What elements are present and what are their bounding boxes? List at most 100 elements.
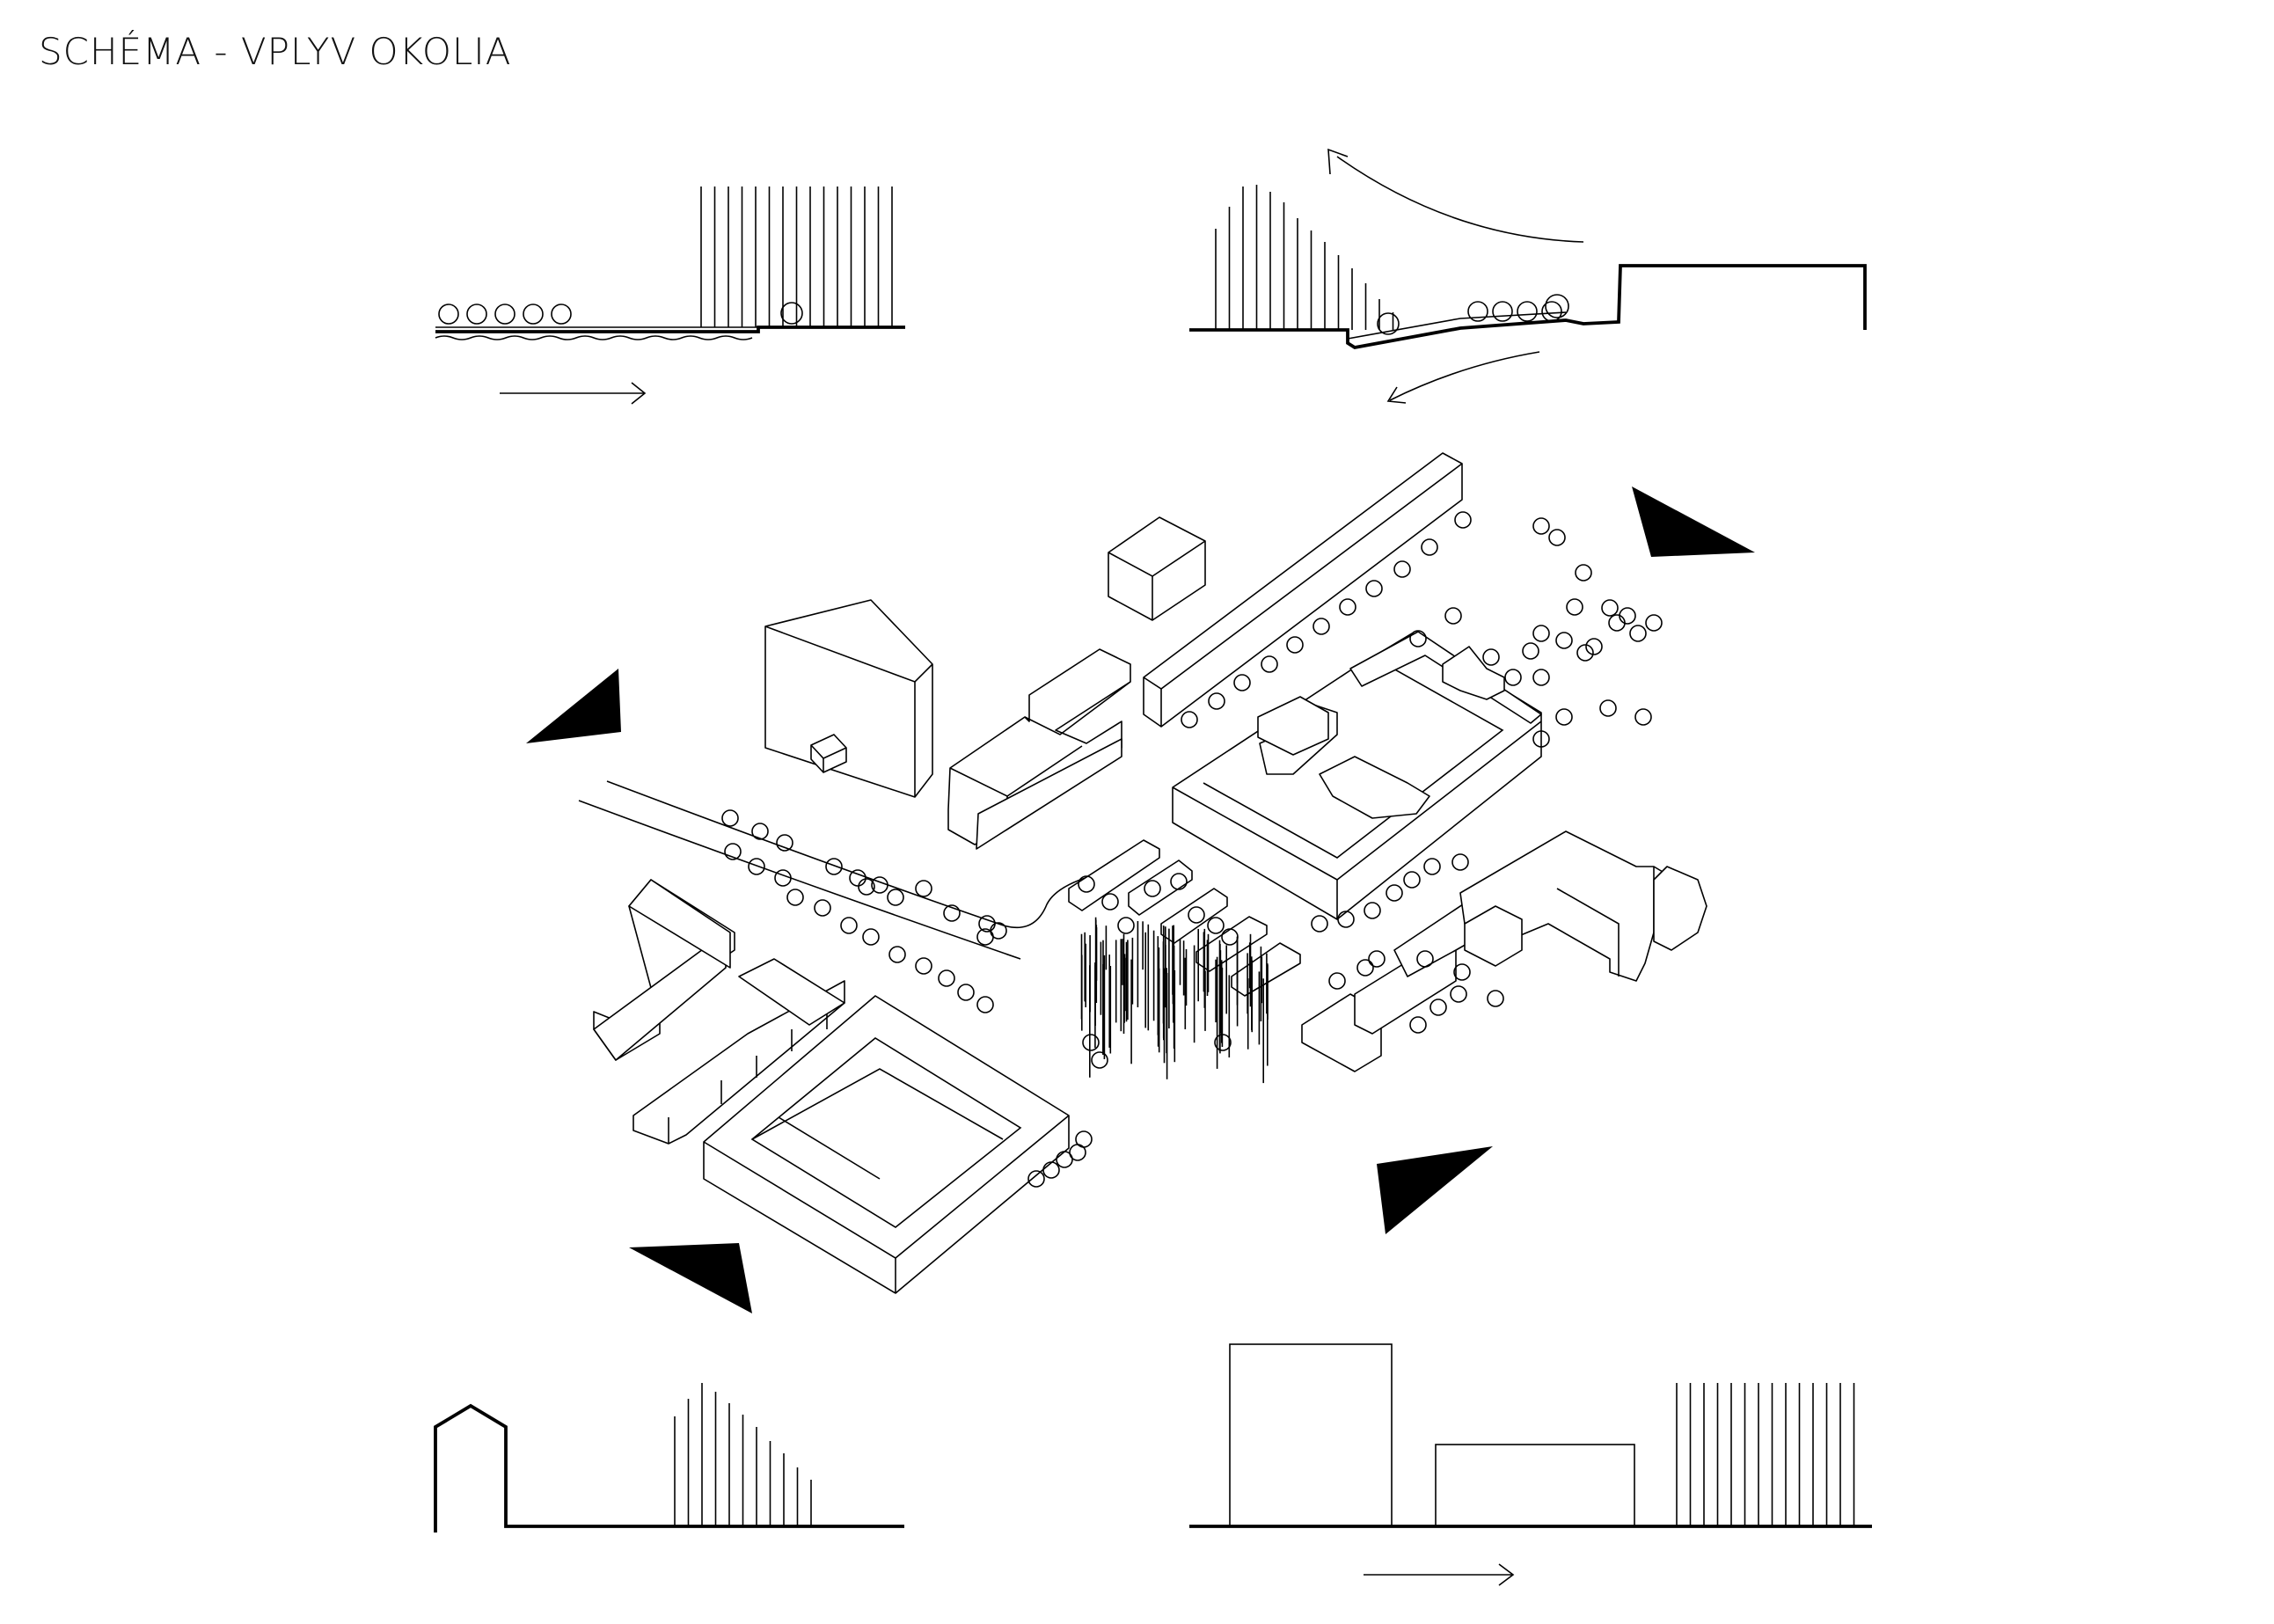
tree <box>466 304 487 325</box>
courtyard-building <box>703 995 1070 1294</box>
tree <box>1078 875 1095 893</box>
tree <box>1517 301 1538 322</box>
building <box>1143 452 1463 728</box>
terrain-profile <box>1189 264 1867 350</box>
tree <box>1541 301 1562 322</box>
tree <box>1233 674 1251 691</box>
tree <box>1365 580 1383 597</box>
tree <box>1555 632 1573 649</box>
tree <box>1454 511 1472 529</box>
building <box>947 648 1131 845</box>
tree <box>1608 614 1626 632</box>
view-direction-triangle <box>629 1243 752 1313</box>
curved-arrow-icon <box>1327 148 1584 243</box>
tree <box>780 302 803 325</box>
tree <box>915 880 932 897</box>
tree <box>1403 871 1421 889</box>
tree <box>1339 598 1356 616</box>
view-direction-triangle <box>526 669 621 743</box>
tree <box>1409 1016 1427 1034</box>
section-top-right <box>1189 148 1867 404</box>
tree-line-gradient <box>1215 185 1394 330</box>
tree <box>976 996 994 1013</box>
view-direction-triangle <box>1377 1146 1493 1234</box>
trees <box>721 511 1663 1188</box>
tree <box>858 878 875 896</box>
tree <box>915 957 932 975</box>
tree <box>1311 915 1328 933</box>
tree <box>1261 655 1278 673</box>
tree <box>888 946 906 963</box>
tree <box>724 843 742 860</box>
building <box>1464 905 1523 967</box>
tree <box>1082 1034 1100 1051</box>
tree <box>748 858 765 875</box>
tree <box>943 904 961 922</box>
tree <box>938 969 955 987</box>
tree <box>1042 1161 1060 1179</box>
tree <box>1482 648 1500 666</box>
tree <box>1356 959 1374 977</box>
roof-oval <box>1319 756 1430 819</box>
hatched-grove <box>1080 917 1269 1084</box>
building <box>628 879 731 969</box>
tree <box>1548 529 1566 546</box>
tree <box>438 304 459 325</box>
tree <box>1117 917 1135 934</box>
tree <box>494 304 515 325</box>
tree <box>1450 985 1467 1003</box>
tree <box>1487 990 1504 1007</box>
building <box>593 932 727 1061</box>
building <box>1442 646 1505 700</box>
tree <box>1101 893 1119 911</box>
tree <box>1337 911 1355 928</box>
tree <box>1364 902 1381 919</box>
tree <box>1532 730 1550 748</box>
tree <box>1393 560 1411 578</box>
tree <box>1312 618 1330 635</box>
tree <box>1416 950 1434 968</box>
page-title: SCHÉMA - VPLYV OKOLIA <box>39 30 512 73</box>
building <box>632 980 845 1145</box>
highrise-lines <box>1676 1383 1855 1526</box>
tree <box>1409 630 1427 647</box>
tree <box>1634 708 1652 726</box>
building <box>1653 866 1707 951</box>
tall-building <box>1229 1343 1393 1527</box>
tree <box>1328 972 1346 990</box>
arrow-right-icon <box>500 382 647 405</box>
curved-arrow-icon <box>1386 351 1540 404</box>
building <box>1231 942 1301 997</box>
tree <box>1532 669 1550 686</box>
street-edge <box>578 800 1021 960</box>
tree <box>976 928 994 946</box>
tree <box>1532 517 1550 535</box>
tree <box>1545 294 1569 318</box>
house-profile <box>434 1403 904 1533</box>
tree <box>1208 692 1225 710</box>
tree <box>862 928 880 946</box>
ground-line <box>435 326 905 333</box>
tree <box>776 834 793 852</box>
tree <box>1377 312 1400 335</box>
tree-row <box>1377 294 1569 335</box>
tree <box>1576 644 1594 662</box>
tree <box>1575 564 1592 582</box>
building <box>810 734 847 773</box>
tree <box>1368 950 1386 968</box>
tree <box>774 869 792 887</box>
tree <box>1144 880 1161 897</box>
building <box>976 738 1122 850</box>
tree <box>814 899 831 917</box>
courtyard <box>750 1037 1022 1228</box>
tree <box>1532 625 1550 642</box>
tree <box>1453 963 1471 981</box>
section-bottom-left <box>434 1383 904 1533</box>
building <box>764 599 933 798</box>
highrise-lines <box>700 187 893 327</box>
section-bottom-right <box>1189 1343 1872 1586</box>
building <box>1068 839 1160 911</box>
tree <box>1504 669 1522 686</box>
tree <box>840 917 858 934</box>
